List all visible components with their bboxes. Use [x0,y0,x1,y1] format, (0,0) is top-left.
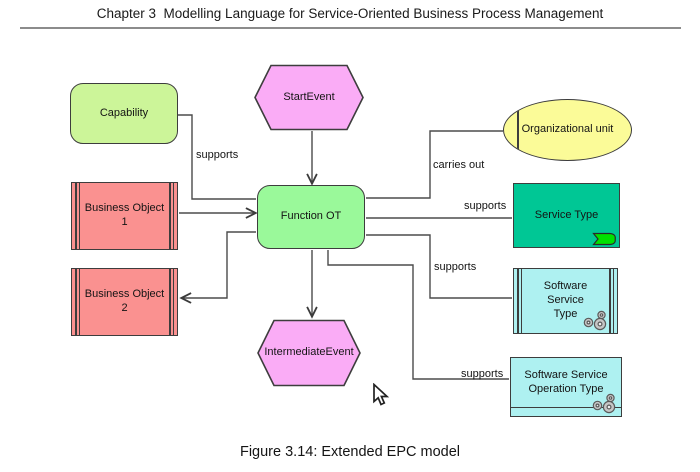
node-function-ot: Function OT [257,185,365,249]
service-marker-icon [592,232,616,246]
node-organizational-unit: Organizational unit [503,99,632,161]
node-intermediate-event: IntermediateEvent [257,319,361,387]
orgunit-divider [517,100,519,160]
edge-label-supports-capability: supports [196,149,239,161]
object-bar [172,183,174,249]
node-label: Business Object 1 [84,202,165,228]
object-bar [612,269,614,333]
object-bar [609,269,611,333]
edge-label-supports-operation-type: supports [461,368,504,380]
edge-label-carries-out: carries out [433,159,485,171]
object-bar [520,269,522,333]
node-label: Function OT [280,210,342,223]
node-label: Software Service Operation Type [524,369,608,395]
object-bar [75,183,77,249]
object-bar [78,183,80,249]
node-label: Service Type [534,208,599,221]
object-bar [172,269,174,335]
gears-icon [592,393,616,414]
gears-icon [583,310,607,331]
node-label: Business Object 2 [84,288,165,314]
object-bar [78,269,80,335]
hexagon-shape [257,319,361,387]
node-business-object-2: Business Object 2 [71,268,178,336]
node-start-event: StartEvent [254,64,364,131]
operation-divider [511,406,621,408]
figure-caption: Figure 3.14: Extended EPC model [239,444,461,460]
node-label: Organizational unit [521,123,614,136]
node-label: IntermediateEvent [264,346,354,359]
chapter-header: Chapter 3 Modelling Language for Service… [96,6,604,21]
node-business-object-1: Business Object 1 [71,182,178,250]
object-bar [75,269,77,335]
object-bar [517,269,519,333]
node-software-service-type: Software Service Type [513,268,618,334]
edge-label-supports-software-service-type: supports [434,261,477,273]
node-label: StartEvent [283,90,335,103]
hexagon-shape [254,64,364,131]
edge-function-businessobject2 [182,231,256,298]
node-label: Software Service Type [543,280,588,320]
header-rule [20,27,681,29]
object-bar [169,183,171,249]
node-software-service-operation-type: Software Service Operation Type [510,357,622,417]
node-label: Capability [99,106,149,119]
edge-label-supports-service-type: supports [464,200,507,212]
node-service-type: Service Type [513,183,620,248]
node-capability: Capability [70,83,178,144]
mouse-cursor [373,383,390,406]
object-bar [169,269,171,335]
